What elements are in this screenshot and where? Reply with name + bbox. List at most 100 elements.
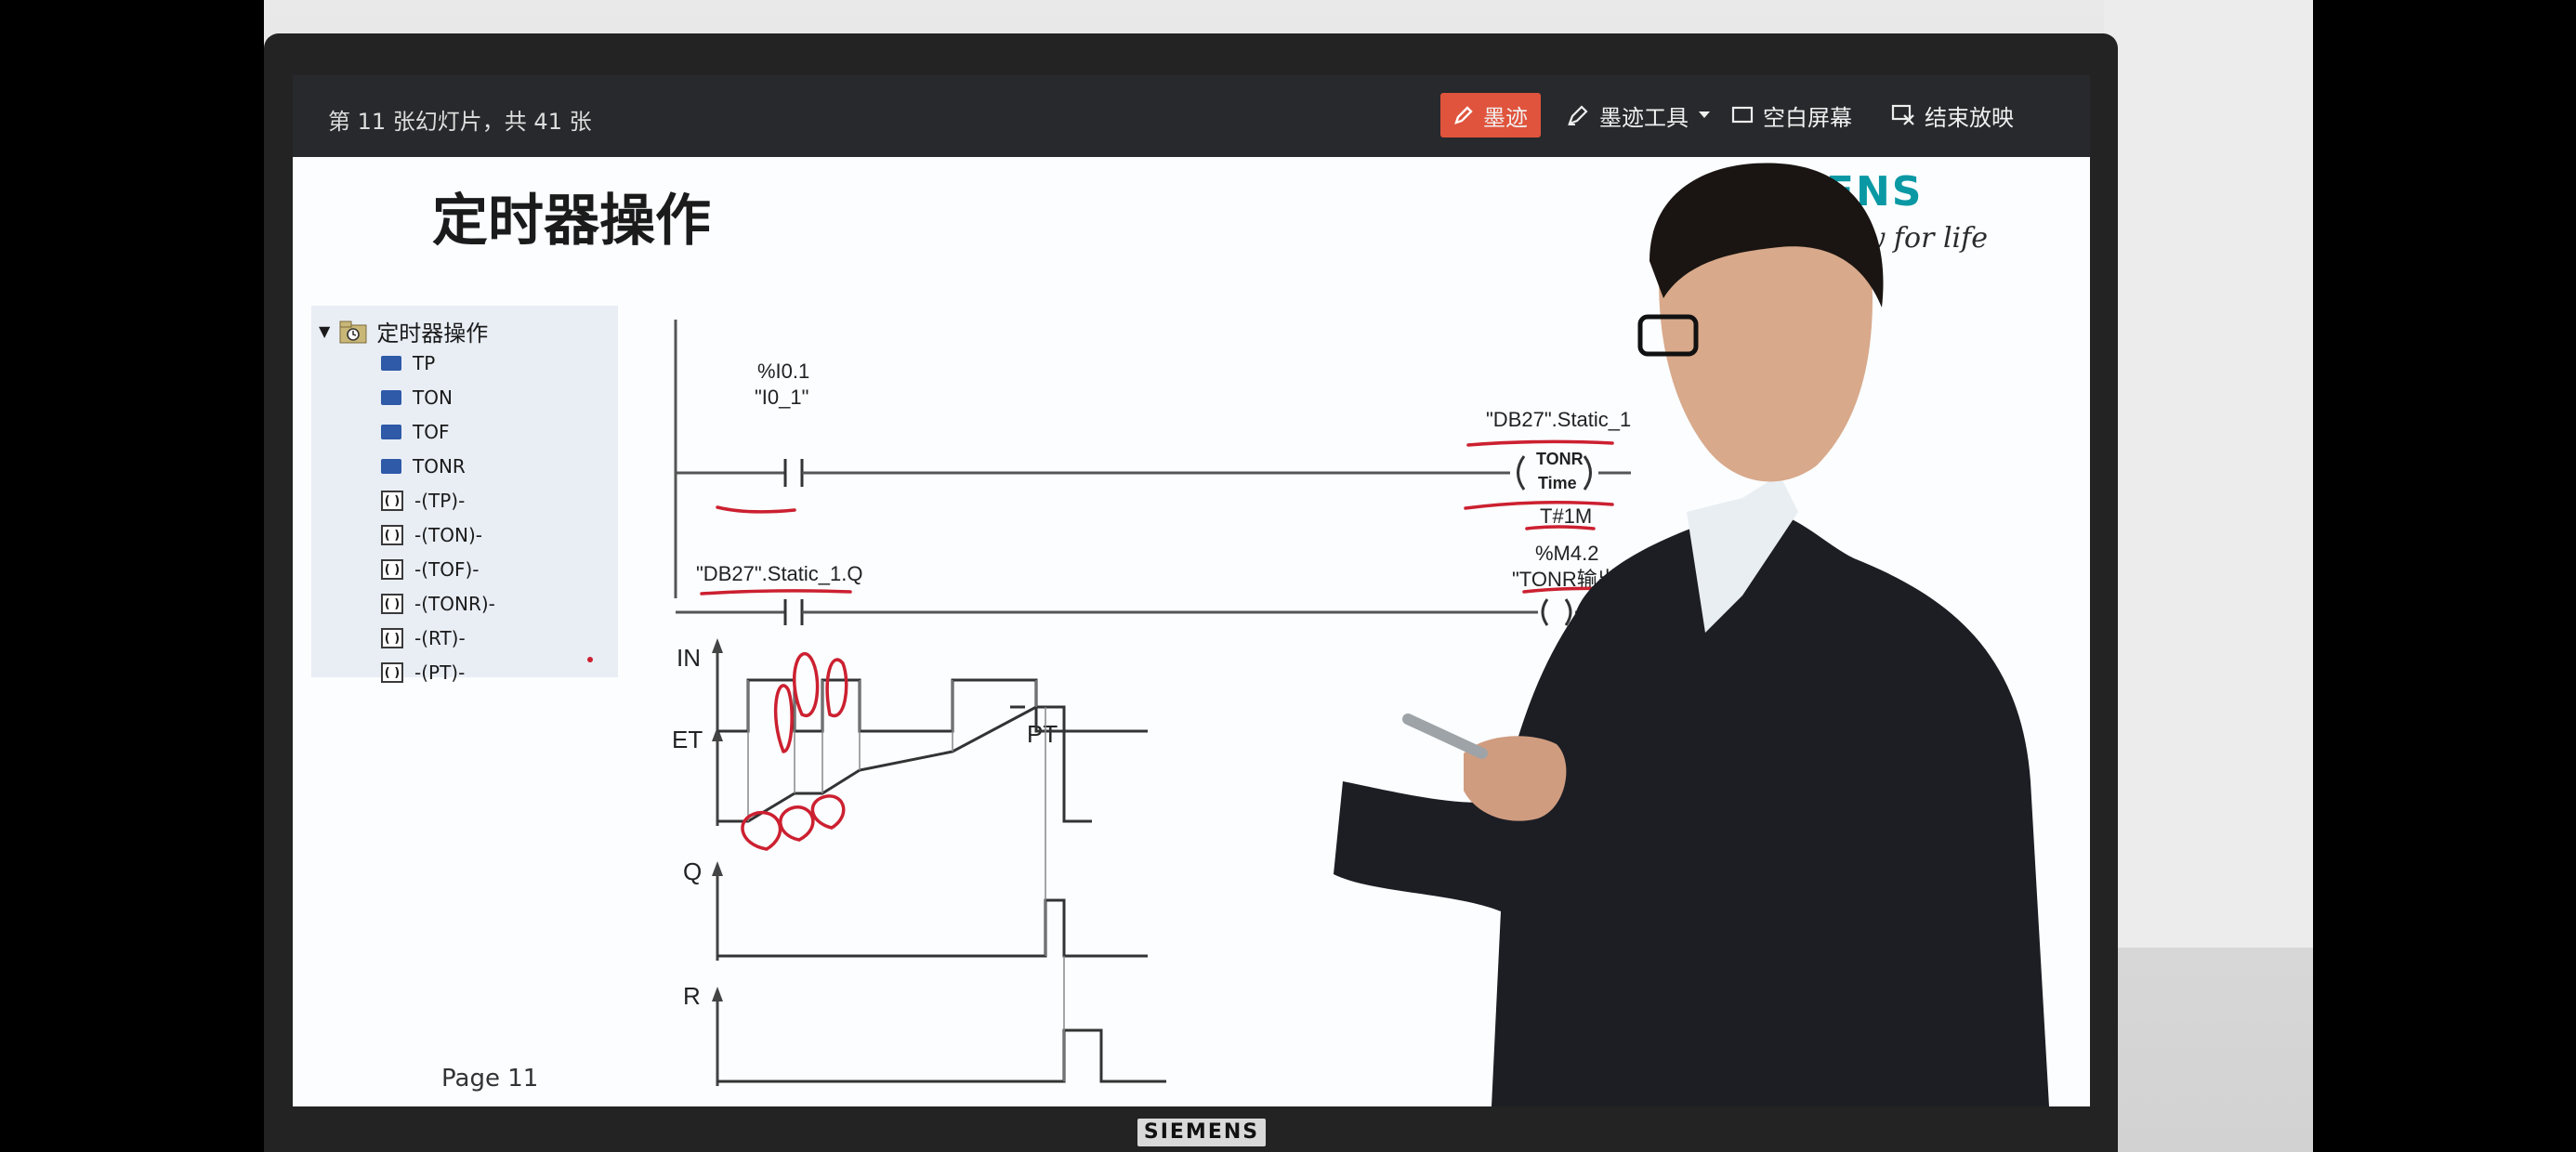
function-block-icon xyxy=(381,459,401,474)
tree-item-label: -(TON)- xyxy=(414,524,482,546)
timing-label-in: IN xyxy=(677,644,701,672)
glasses-icon xyxy=(1637,314,1699,357)
instruction-tree: ▼ 定时器操作 TP TON TOF TONR ( )-(TP)- ( )-(T… xyxy=(311,306,618,684)
triangle-down-icon: ▼ xyxy=(319,322,331,340)
tree-item-label: TP xyxy=(413,352,436,374)
slideshow-toolbar: 第 11 张幻灯片，共 41 张 墨迹 墨迹工具 空白屏幕 结束放映 xyxy=(293,75,2090,157)
tree-item-tonr[interactable]: TONR xyxy=(381,455,466,478)
tree-item-coil-rt[interactable]: ( ) -(RT)- xyxy=(381,627,466,649)
tree-root[interactable]: ▼ 定时器操作 xyxy=(319,315,488,347)
arrow-up-icon xyxy=(712,638,723,653)
rung1-contact-name: "I0_1" xyxy=(755,386,808,409)
rung1-contact-address: %I0.1 xyxy=(757,360,809,383)
presenter xyxy=(1334,163,2049,1106)
tree-item-label: TOF xyxy=(413,421,450,443)
tree-item-coil-tof[interactable]: ( ) -(TOF)- xyxy=(381,558,480,581)
folder-timer-icon xyxy=(339,321,367,343)
timing-label-et: ET xyxy=(672,726,703,753)
tree-item-label: -(PT)- xyxy=(414,661,466,684)
ink-underline xyxy=(716,505,796,514)
room-background: SIEMENS 第 11 张幻灯片，共 41 张 墨迹 墨迹工具 空白屏幕 xyxy=(264,0,2313,1152)
ink-button[interactable]: 墨迹 xyxy=(1440,93,1541,137)
function-block-icon xyxy=(381,425,401,439)
tree-item-coil-pt[interactable]: ( ) -(PT)- xyxy=(381,661,465,684)
ink-loop xyxy=(793,651,820,718)
ink-loop xyxy=(810,794,846,830)
q-signal xyxy=(717,898,1148,958)
tree-item-label: -(TOF)- xyxy=(414,558,480,581)
tree-item-coil-tp[interactable]: ( ) -(TP)- xyxy=(381,490,465,512)
ink-underline xyxy=(1464,501,1614,510)
blank-screen-label: 空白屏幕 xyxy=(1763,104,1852,131)
ink-underline xyxy=(700,589,852,596)
blank-screen-icon xyxy=(1731,106,1754,124)
timing-label-pt: PT xyxy=(1027,720,1058,748)
pen-icon xyxy=(1454,106,1473,124)
coil-icon: ( ) xyxy=(381,525,403,545)
rung1-coil-type: TONR xyxy=(1536,450,1584,468)
stylus-pen xyxy=(1402,713,1488,759)
timing-label-q: Q xyxy=(683,857,702,885)
tree-item-coil-tonr[interactable]: ( )-(TONR)- xyxy=(381,593,495,615)
coil-icon: ( ) xyxy=(381,594,403,614)
rung1-coil-db: "DB27".Static_1 xyxy=(1486,408,1631,431)
coil-right-paren xyxy=(1564,598,1572,626)
presenter-suit xyxy=(1334,510,2049,1106)
presenter-hair xyxy=(1649,163,1884,308)
arrow-up-icon xyxy=(712,727,723,741)
ink-dot xyxy=(587,657,593,662)
bezel-brand-label: SIEMENS xyxy=(1137,1119,1266,1146)
presenter-hand xyxy=(1464,736,1567,821)
ink-annotations xyxy=(587,439,1633,851)
page-number: Page 11 xyxy=(441,1065,539,1093)
coil-icon: ( ) xyxy=(381,628,403,648)
rung2-contact-name: "DB27".Static_1.Q xyxy=(696,562,862,585)
ink-loop xyxy=(741,810,782,851)
ink-button-label: 墨迹 xyxy=(1483,104,1528,131)
tree-item-tof[interactable]: TOF xyxy=(381,421,449,443)
ink-tools-icon xyxy=(1568,105,1588,125)
function-block-icon xyxy=(381,390,401,405)
slide-title: 定时器操作 xyxy=(432,189,711,254)
tree-item-tp[interactable]: TP xyxy=(381,352,435,374)
slide-counter: 第 11 张幻灯片，共 41 张 xyxy=(328,109,592,135)
rung1-coil-sub: Time xyxy=(1538,474,1577,492)
arrow-up-icon xyxy=(712,987,723,1001)
coil-left-paren xyxy=(1517,455,1526,491)
ink-loop xyxy=(825,658,848,718)
arrow-up-icon xyxy=(712,861,723,876)
end-show-icon xyxy=(1891,104,1914,125)
ink-tools-button[interactable]: 墨迹工具 xyxy=(1566,93,1711,137)
tree-item-label: -(TP)- xyxy=(414,490,466,512)
display-bezel: SIEMENS 第 11 张幻灯片，共 41 张 墨迹 墨迹工具 空白屏幕 xyxy=(264,33,2118,1152)
rung1-preset: T#1M xyxy=(1540,504,1592,528)
rung2-coil-address: %M4.2 xyxy=(1535,542,1598,565)
end-show-button[interactable]: 结束放映 xyxy=(1891,93,2014,137)
end-show-label: 结束放映 xyxy=(1925,104,2014,131)
tree-item-label: TON xyxy=(413,386,453,409)
r-signal xyxy=(717,1028,1166,1083)
coil-icon: ( ) xyxy=(381,491,403,511)
tree-item-coil-ton[interactable]: ( ) -(TON)- xyxy=(381,524,482,546)
blank-screen-button[interactable]: 空白屏幕 xyxy=(1731,93,1852,137)
tree-root-label: 定时器操作 xyxy=(376,321,489,347)
coil-right-paren xyxy=(1583,455,1592,491)
tree-item-ton[interactable]: TON xyxy=(381,386,453,409)
coil-icon: ( ) xyxy=(381,662,403,683)
ink-loop xyxy=(773,684,794,753)
presenter-collar xyxy=(1687,475,1798,633)
timing-label-r: R xyxy=(683,982,701,1010)
ink-underline xyxy=(1525,525,1596,530)
wall-panel xyxy=(2104,0,2313,948)
tree-item-label: TONR xyxy=(413,455,466,478)
presentation-screen: 第 11 张幻灯片，共 41 张 墨迹 墨迹工具 空白屏幕 结束放映 xyxy=(293,75,2090,1106)
chevron-down-icon xyxy=(1699,111,1710,118)
coil-left-paren xyxy=(1541,598,1549,626)
tree-item-label: -(RT)- xyxy=(414,627,466,649)
ink-loop xyxy=(779,805,815,842)
function-block-icon xyxy=(381,356,401,371)
ink-tools-label: 墨迹工具 xyxy=(1599,104,1689,131)
ink-underline xyxy=(1466,439,1614,447)
coil-icon: ( ) xyxy=(381,559,403,580)
in-signal xyxy=(717,678,1148,733)
